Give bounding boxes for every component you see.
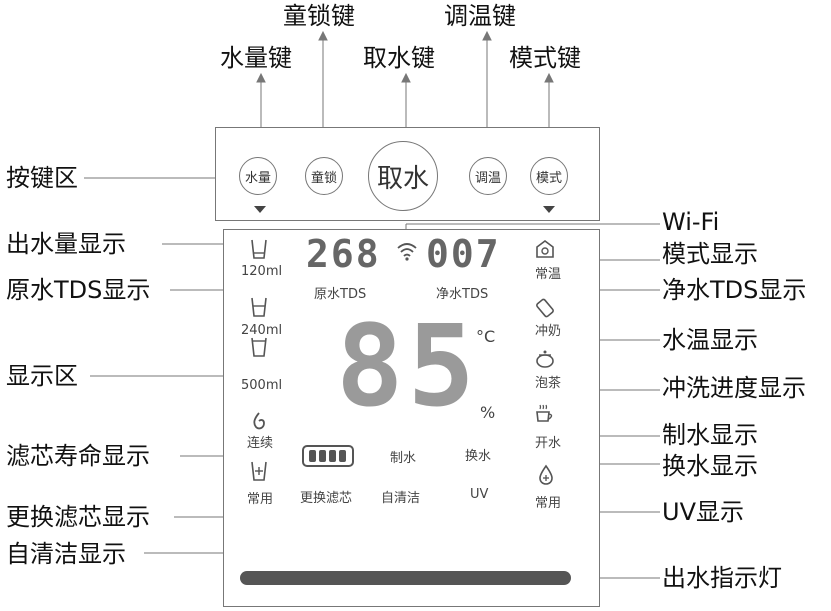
cup-medium-icon (251, 297, 267, 317)
callout-button-area: 按键区 (6, 164, 78, 192)
callout-self-clean: 自清洁显示 (6, 540, 126, 568)
dispense-button[interactable]: 取水 (368, 141, 438, 211)
callout-output-volume: 出水量显示 (6, 230, 126, 258)
raw-tds-label: 原水TDS (314, 287, 367, 302)
cup-small-icon (251, 239, 267, 259)
label-boiling: 开水 (535, 436, 562, 451)
label-common-left: 常用 (247, 492, 274, 507)
raw-tds-value: 268 (306, 232, 381, 276)
volume-indicator-icon (254, 206, 266, 213)
cup-common-icon (251, 461, 267, 481)
baby-bottle-icon (536, 298, 554, 318)
callout-water-change: 换水显示 (662, 452, 758, 480)
label-common-right: 常用 (535, 496, 562, 511)
child-lock-button[interactable]: 童锁 (305, 157, 343, 195)
teapot-icon (536, 350, 554, 368)
callout-filter-life: 滤芯寿命显示 (6, 442, 150, 470)
mode-button[interactable]: 模式 (530, 157, 568, 195)
filter-life-battery-icon (302, 445, 354, 467)
callout-water-temp: 水温显示 (662, 326, 758, 354)
callout-output-indicator: 出水指示灯 (662, 564, 782, 592)
callout-replace-filter: 更换滤芯显示 (6, 503, 150, 531)
label-continuous: 连续 (247, 436, 274, 451)
callout-pure-tds: 净水TDS显示 (662, 276, 807, 304)
callout-flush-progress: 冲洗进度显示 (662, 374, 806, 402)
pure-tds-value: 007 (426, 232, 501, 276)
callout-mode-display: 模式显示 (662, 240, 758, 268)
boiling-cup-icon (536, 404, 553, 422)
temp-unit: °C (476, 327, 496, 346)
making-water-label: 制水 (390, 451, 417, 466)
callout-raw-tds: 原水TDS显示 (6, 276, 151, 304)
callout-wifi: Wi-Fi (662, 208, 720, 236)
mode-indicator-icon (543, 206, 555, 213)
label-room-temp: 常温 (535, 267, 562, 282)
callout-uv: UV显示 (662, 498, 744, 526)
callout-making-water: 制水显示 (662, 421, 758, 449)
callout-display-area: 显示区 (6, 362, 78, 390)
continuous-icon (253, 412, 265, 430)
room-temp-icon (536, 240, 554, 258)
label-tea: 泡茶 (535, 376, 562, 391)
self-clean-label: 自清洁 (381, 491, 421, 506)
flush-percent: % (480, 403, 496, 422)
button-panel: 水量 童锁 取水 调温 模式 (215, 127, 600, 221)
callout-volume: 水量键 (220, 44, 292, 72)
temp-adjust-button[interactable]: 调温 (469, 157, 507, 195)
callout-mode: 模式键 (509, 44, 581, 72)
wifi-icon (397, 243, 417, 261)
water-change-label: 换水 (465, 449, 492, 464)
callout-child-lock: 童锁键 (283, 2, 355, 30)
drop-common-icon (539, 464, 553, 485)
label-240ml: 240ml (241, 323, 283, 338)
cup-large-icon (251, 337, 267, 357)
temperature-value: 85 (336, 302, 479, 432)
output-indicator-light (240, 571, 571, 585)
callout-temp-adjust: 调温键 (444, 2, 516, 30)
replace-filter-label: 更换滤芯 (300, 491, 353, 506)
label-120ml: 120ml (241, 264, 283, 279)
label-500ml: 500ml (241, 378, 283, 393)
volume-button[interactable]: 水量 (239, 157, 277, 195)
label-baby-milk: 冲奶 (535, 324, 562, 339)
pure-tds-label: 净水TDS (436, 287, 489, 302)
callout-dispense: 取水键 (363, 44, 435, 72)
uv-label: UV (470, 487, 489, 502)
